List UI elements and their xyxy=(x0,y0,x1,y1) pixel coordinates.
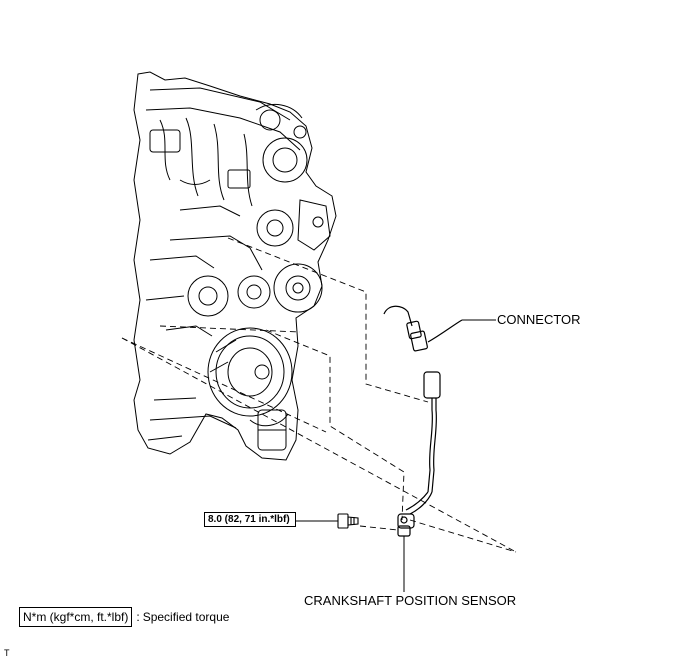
dashed-leader-lines xyxy=(121,237,517,553)
connector-label: CONNECTOR xyxy=(497,312,581,327)
legend-description: Specified torque xyxy=(142,610,230,624)
torque-spec-badge: 8.0 (82, 71 in.*lbf) xyxy=(204,512,296,527)
corner-mark: T xyxy=(4,648,10,658)
legend-separator: : xyxy=(136,610,140,624)
torque-unit-box: N*m (kgf*cm, ft.*lbf) xyxy=(19,607,133,627)
bolt-part xyxy=(337,513,359,529)
torque-legend: N*m (kgf*cm, ft.*lbf) : Specified torque xyxy=(19,607,229,627)
connector-part xyxy=(383,305,463,352)
label-leader-lines xyxy=(296,319,496,592)
engine-block xyxy=(133,71,337,461)
crankshaft-position-sensor-label: CRANKSHAFT POSITION SENSOR xyxy=(304,593,517,608)
sensor-harness xyxy=(397,371,441,537)
